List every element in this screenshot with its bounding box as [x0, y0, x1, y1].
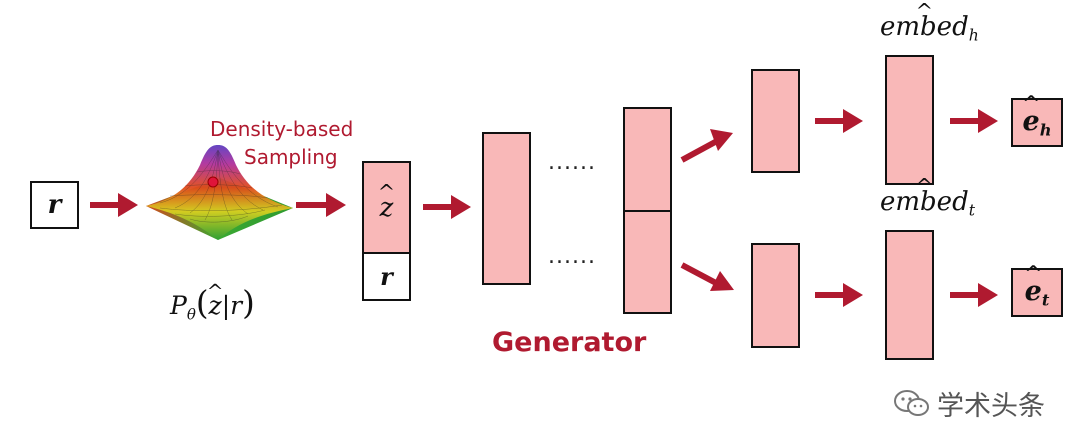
dots-top: ...... [548, 150, 596, 175]
arrow-latent-to-generator [423, 195, 471, 219]
arrow-sampling-to-latent [296, 193, 346, 217]
output-et-label: ^et [1024, 262, 1050, 310]
density-surface-icon [146, 145, 293, 240]
latent-z-label: ^z [377, 179, 396, 223]
generator-layer-top [623, 107, 672, 212]
generator-label: Generator [492, 327, 647, 358]
formula-sub: θ [186, 305, 196, 324]
dots-bottom: ...... [548, 244, 596, 269]
tail-layer-1 [751, 243, 800, 348]
wechat-icon [894, 389, 929, 416]
arrow-branch-down [680, 262, 734, 291]
watermark: 学术头条 [893, 384, 1045, 423]
arrow-tail-1 [815, 283, 863, 307]
latent-r-label: r [380, 262, 393, 291]
head-layer-1 [751, 69, 800, 173]
density-formula: Pθ(^z|r) [170, 278, 255, 324]
sampling-title-line2: Sampling [244, 145, 338, 169]
formula-arg: z [208, 291, 222, 320]
arrow-input-to-sampling [90, 193, 138, 217]
output-eh-box [1011, 98, 1063, 147]
arrow-head-2 [950, 109, 998, 133]
input-r-box [30, 181, 79, 229]
embed-head-label: ^embedh [880, 0, 979, 45]
arrow-branch-up [680, 129, 733, 163]
sample-point [207, 176, 219, 188]
arrow-head-1 [815, 109, 863, 133]
generator-layer-bottom [623, 210, 672, 314]
output-et-box [1011, 268, 1063, 317]
watermark-text: 学术头条 [937, 391, 1045, 422]
embed-tail-label: ^embedt [880, 174, 975, 220]
formula-cond: r [230, 291, 243, 320]
head-embed-block [885, 55, 934, 185]
latent-r-block [362, 252, 411, 301]
sampling-title-line1: Density-based [210, 117, 354, 141]
tail-embed-block [885, 230, 934, 360]
formula-prefix: P [170, 291, 187, 320]
output-eh-label: ^eh [1022, 92, 1052, 140]
input-r-label: r [47, 190, 62, 220]
arrow-tail-2 [950, 283, 998, 307]
generator-layer-1 [482, 132, 531, 285]
